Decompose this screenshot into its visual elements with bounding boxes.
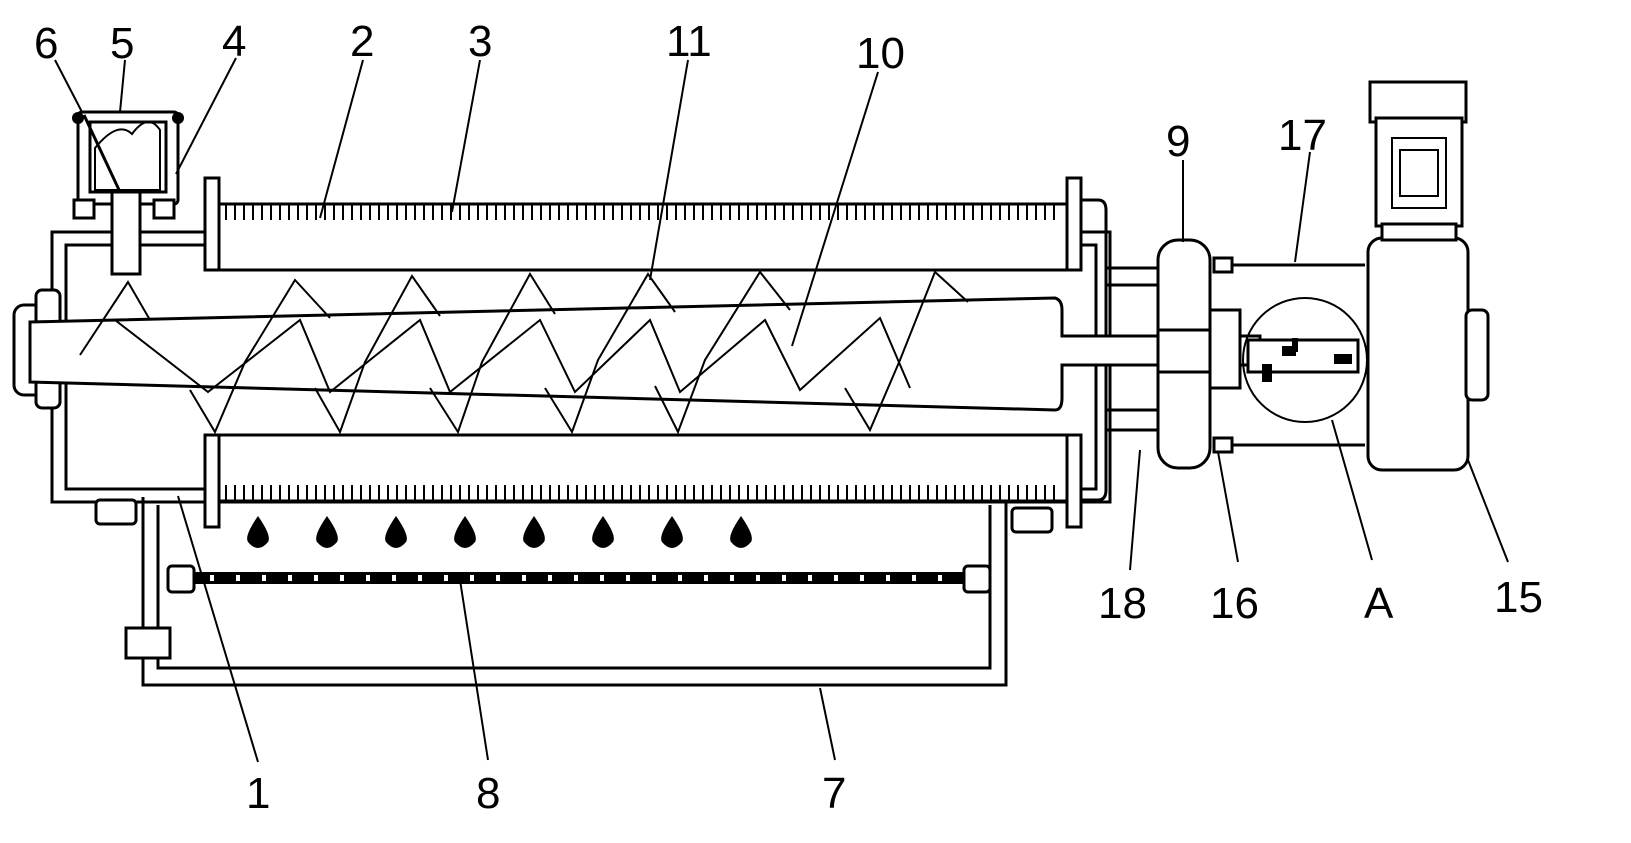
detail-circle-a bbox=[1242, 297, 1368, 423]
label-9: 9 bbox=[1166, 117, 1190, 166]
water-drop bbox=[454, 516, 476, 548]
rod-mark bbox=[418, 575, 422, 581]
leader-lines bbox=[54, 57, 1509, 763]
drain-pipe bbox=[124, 626, 172, 660]
collection-tank bbox=[141, 497, 1008, 687]
water-drop bbox=[316, 516, 338, 548]
label-2: 2 bbox=[350, 17, 374, 66]
rod-mark bbox=[340, 575, 344, 581]
label-11: 11 bbox=[666, 17, 712, 66]
rod-mark bbox=[652, 575, 656, 581]
rod-mark bbox=[392, 575, 396, 581]
rod-mark bbox=[548, 575, 552, 581]
rod-mark bbox=[236, 575, 240, 581]
rod-mark bbox=[574, 575, 578, 581]
rod-mark bbox=[600, 575, 604, 581]
helical-blade bbox=[79, 270, 969, 435]
label-5: 5 bbox=[110, 19, 134, 68]
rod-mark bbox=[444, 575, 448, 581]
feed-hopper bbox=[72, 110, 184, 276]
label-a: A bbox=[1364, 579, 1394, 628]
label-6: 6 bbox=[34, 19, 58, 68]
rod-mark bbox=[288, 575, 292, 581]
rod-mark bbox=[912, 575, 916, 581]
label-3: 3 bbox=[468, 17, 492, 66]
rod-mark bbox=[366, 575, 370, 581]
rod-mark bbox=[678, 575, 682, 581]
rod-mark bbox=[860, 575, 864, 581]
rod-mark bbox=[522, 575, 526, 581]
water-drop bbox=[247, 516, 269, 548]
rod-mark bbox=[496, 575, 500, 581]
lower-filter-screen bbox=[203, 433, 1083, 529]
label-1: 1 bbox=[246, 769, 270, 818]
rod-mark bbox=[210, 575, 214, 581]
motor bbox=[1366, 80, 1490, 472]
rod-mark bbox=[834, 575, 838, 581]
water-drop bbox=[661, 516, 683, 548]
screw-shaft bbox=[28, 296, 1262, 412]
water-drop bbox=[523, 516, 545, 548]
label-18: 18 bbox=[1098, 579, 1147, 628]
label-7: 7 bbox=[822, 769, 846, 818]
rod-mark bbox=[938, 575, 942, 581]
guide-rods bbox=[1212, 256, 1365, 454]
part-labels: 6 5 4 2 3 11 10 9 17 18 16 A 15 1 8 7 bbox=[34, 17, 1543, 818]
rod-mark bbox=[314, 575, 318, 581]
rod-mark bbox=[470, 575, 474, 581]
upper-filter-screen bbox=[203, 176, 1083, 272]
water-drops bbox=[247, 516, 752, 548]
water-drop bbox=[730, 516, 752, 548]
label-4: 4 bbox=[222, 17, 246, 66]
rod-mark bbox=[626, 575, 630, 581]
rod-mark bbox=[704, 575, 708, 581]
rod-mark bbox=[262, 575, 266, 581]
rod-mark bbox=[782, 575, 786, 581]
label-16: 16 bbox=[1210, 579, 1259, 628]
water-drop bbox=[385, 516, 407, 548]
label-17: 17 bbox=[1278, 111, 1327, 160]
rod-mark bbox=[756, 575, 760, 581]
water-drop bbox=[592, 516, 614, 548]
heating-rod bbox=[166, 564, 992, 594]
rod-mark bbox=[730, 575, 734, 581]
rod-mark bbox=[808, 575, 812, 581]
label-10: 10 bbox=[856, 29, 905, 78]
rod-mark bbox=[886, 575, 890, 581]
label-8: 8 bbox=[476, 769, 500, 818]
label-15: 15 bbox=[1494, 573, 1543, 622]
